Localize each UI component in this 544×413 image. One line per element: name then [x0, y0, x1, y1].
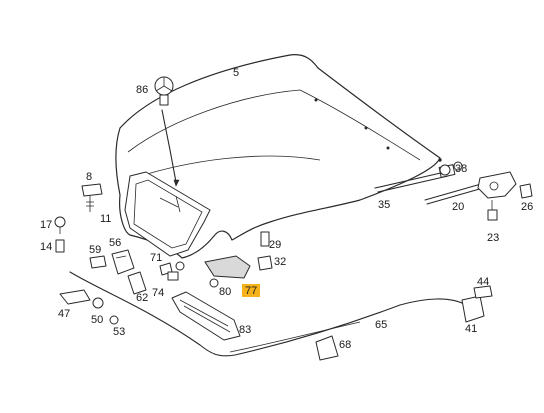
hood-stay [204, 231, 273, 288]
callout-14: 14 [40, 241, 53, 253]
callout-26: 26 [521, 201, 534, 213]
callout-77-highlighted: 77 [242, 284, 261, 297]
star-emblem [154, 76, 180, 187]
callout-71: 71 [150, 252, 163, 264]
hood-lock [111, 249, 185, 295]
callout-17: 17 [40, 219, 53, 231]
cable-holder [315, 335, 339, 361]
callout-8: 8 [86, 171, 93, 183]
callout-68: 68 [339, 339, 352, 351]
callout-29: 29 [269, 239, 282, 251]
callout-74: 74 [152, 287, 165, 299]
callout-44: 44 [477, 276, 490, 288]
callout-38: 38 [455, 163, 468, 175]
release-cable [69, 271, 467, 357]
callout-50: 50 [91, 314, 104, 326]
callout-35: 35 [378, 199, 391, 211]
hood-hinge [477, 171, 533, 221]
callout-20: 20 [452, 201, 465, 213]
callout-32: 32 [274, 256, 287, 268]
callout-62: 62 [136, 292, 149, 304]
callout-5: 5 [233, 67, 240, 79]
callout-86: 86 [136, 84, 149, 96]
callout-56: 56 [109, 237, 122, 249]
callout-11: 11 [100, 213, 112, 225]
grille-trim-strip [171, 291, 241, 341]
callout-65: 65 [375, 319, 388, 331]
callout-23: 23 [487, 232, 500, 244]
callout-83: 83 [239, 324, 252, 336]
left-fasteners [54, 183, 107, 269]
callout-41: 41 [465, 323, 478, 335]
callout-80: 80 [219, 286, 232, 298]
callout-47: 47 [58, 308, 71, 320]
callout-59: 59 [89, 244, 102, 256]
callout-53: 53 [113, 326, 126, 338]
cable-brackets [59, 289, 119, 325]
grille-frame [124, 171, 211, 257]
release-handle [461, 285, 493, 323]
